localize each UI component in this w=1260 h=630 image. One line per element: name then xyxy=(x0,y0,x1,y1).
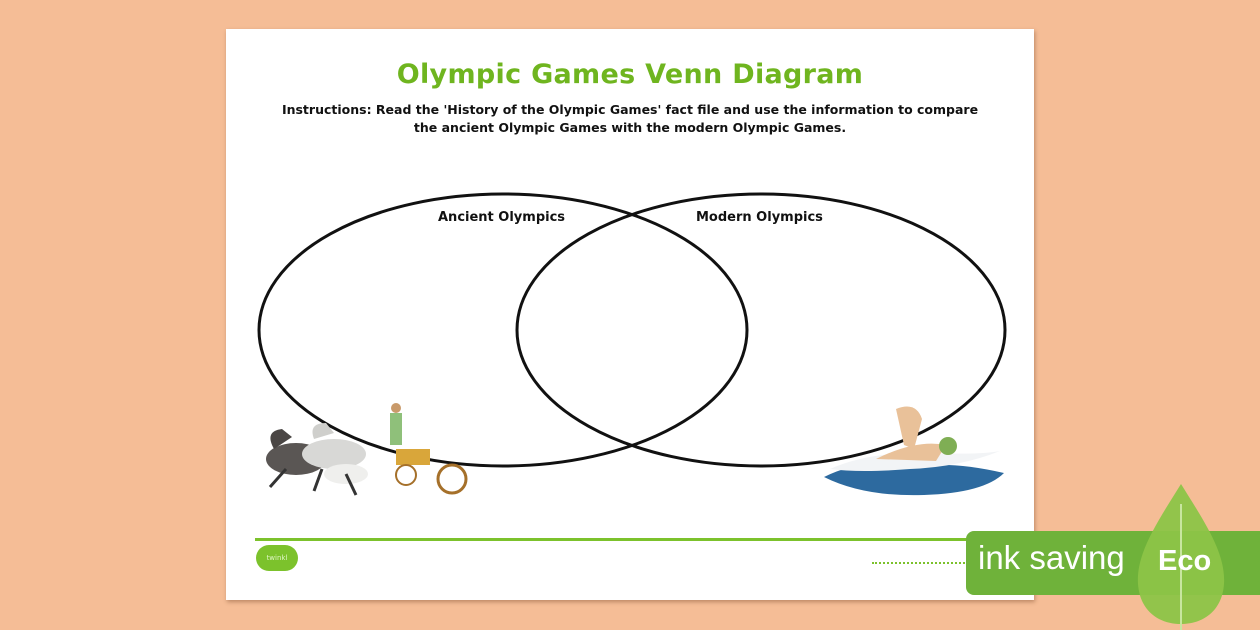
modern-circle xyxy=(515,192,1007,468)
chariot-illustration xyxy=(266,403,468,496)
instructions: Instructions: Read the 'History of the O… xyxy=(266,101,994,137)
swimmer-illustration xyxy=(824,406,1004,496)
ink-saving-label: ink saving xyxy=(978,539,1125,576)
eco-label: Eco xyxy=(1158,545,1212,577)
instructions-line-1: Instructions: Read the 'History of the O… xyxy=(281,102,979,117)
leaf-icon xyxy=(1137,484,1225,630)
ancient-olympics-label: Ancient Olympics xyxy=(438,210,566,225)
instructions-line-2: the ancient Olympic Games with the moder… xyxy=(413,120,847,135)
ancient-circle xyxy=(257,192,749,468)
footer-url xyxy=(872,562,972,567)
twinkl-logo: twinkl xyxy=(256,545,298,571)
footer-divider xyxy=(255,538,1034,541)
modern-olympics-label: Modern Olympics xyxy=(696,210,823,225)
venn-diagram xyxy=(257,192,1007,496)
page-title: Olympic Games Venn Diagram xyxy=(396,59,864,90)
worksheet-page: Olympic Games Venn Diagram Instructions:… xyxy=(226,29,1034,600)
